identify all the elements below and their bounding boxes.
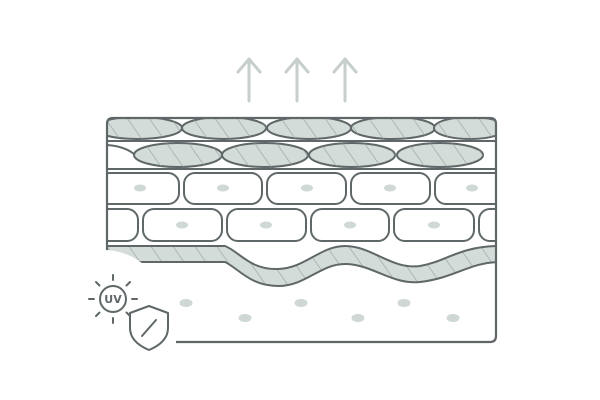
skin-cross-section <box>107 118 496 322</box>
nucleus <box>217 184 229 192</box>
arrow-up-icon <box>236 57 262 103</box>
flat-cell <box>309 143 395 167</box>
basal-bottom-edge <box>107 261 496 288</box>
cell <box>107 208 139 242</box>
nucleus <box>344 221 356 229</box>
dermis-layer <box>179 299 460 322</box>
shield-icon <box>129 305 169 351</box>
cell <box>478 208 496 242</box>
nucleus <box>260 221 272 229</box>
dermis-cell <box>179 299 193 307</box>
spinous-layer-upper <box>107 172 496 205</box>
nucleus <box>428 221 440 229</box>
dermis-cell <box>294 299 308 307</box>
upward-arrows <box>236 57 358 103</box>
flat-cell <box>434 118 496 139</box>
nucleus <box>384 184 396 192</box>
nucleus <box>466 184 478 192</box>
flat-cell <box>351 118 435 139</box>
arrow-up-icon <box>284 57 310 103</box>
basal-top-edge <box>107 244 496 271</box>
uv-label: UV <box>104 293 122 306</box>
granular-layer <box>107 142 484 168</box>
dermis-cell <box>238 314 252 322</box>
stratum-corneum-layer <box>107 118 496 140</box>
sun-icon: UV <box>88 274 138 324</box>
layer-edge <box>107 144 135 155</box>
icon-backdrop <box>42 250 166 374</box>
arrow-up-icon <box>332 57 358 103</box>
dermis-cell <box>446 314 460 322</box>
nucleus <box>176 221 188 229</box>
basal-layer <box>107 244 496 288</box>
flat-cell <box>182 118 266 139</box>
spinous-layer-lower <box>107 208 496 242</box>
flat-cell <box>222 143 308 167</box>
dermis-cell <box>351 314 365 322</box>
flat-cell <box>267 118 351 139</box>
flat-cell <box>107 118 182 139</box>
dermis-cell <box>397 299 411 307</box>
flat-cell <box>134 143 222 167</box>
skin-outline <box>105 116 498 344</box>
layer-dividers <box>107 140 496 170</box>
flat-cell <box>397 143 483 167</box>
nucleus <box>134 184 146 192</box>
nucleus <box>301 184 313 192</box>
